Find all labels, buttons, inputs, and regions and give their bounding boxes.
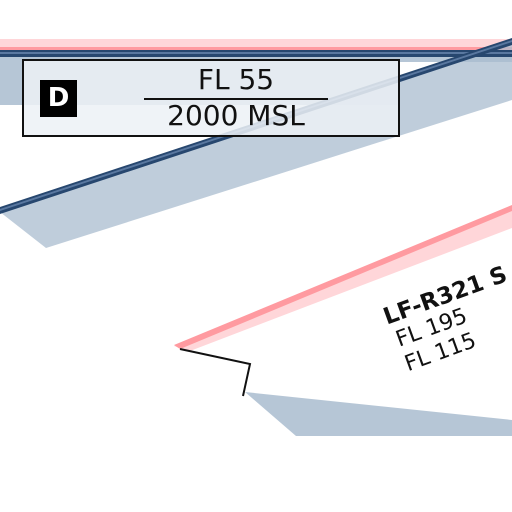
altitude-divider — [144, 98, 328, 100]
airway-shade-lower — [245, 392, 512, 436]
restricted-boundary-top-line — [0, 47, 512, 50]
airspace-upper-limit: FL 55 — [197, 63, 275, 96]
restricted-boundary-diagonal-line — [174, 205, 512, 349]
airspace-label-box[interactable]: D FL 55 2000 MSL — [22, 59, 400, 137]
airspace-boundary-polyline — [179, 348, 252, 397]
airspace-class-badge: D — [40, 80, 77, 117]
airspace-lower-limit: 2000 MSL — [167, 99, 305, 132]
airway-line-horizontal-core — [0, 52, 512, 54]
